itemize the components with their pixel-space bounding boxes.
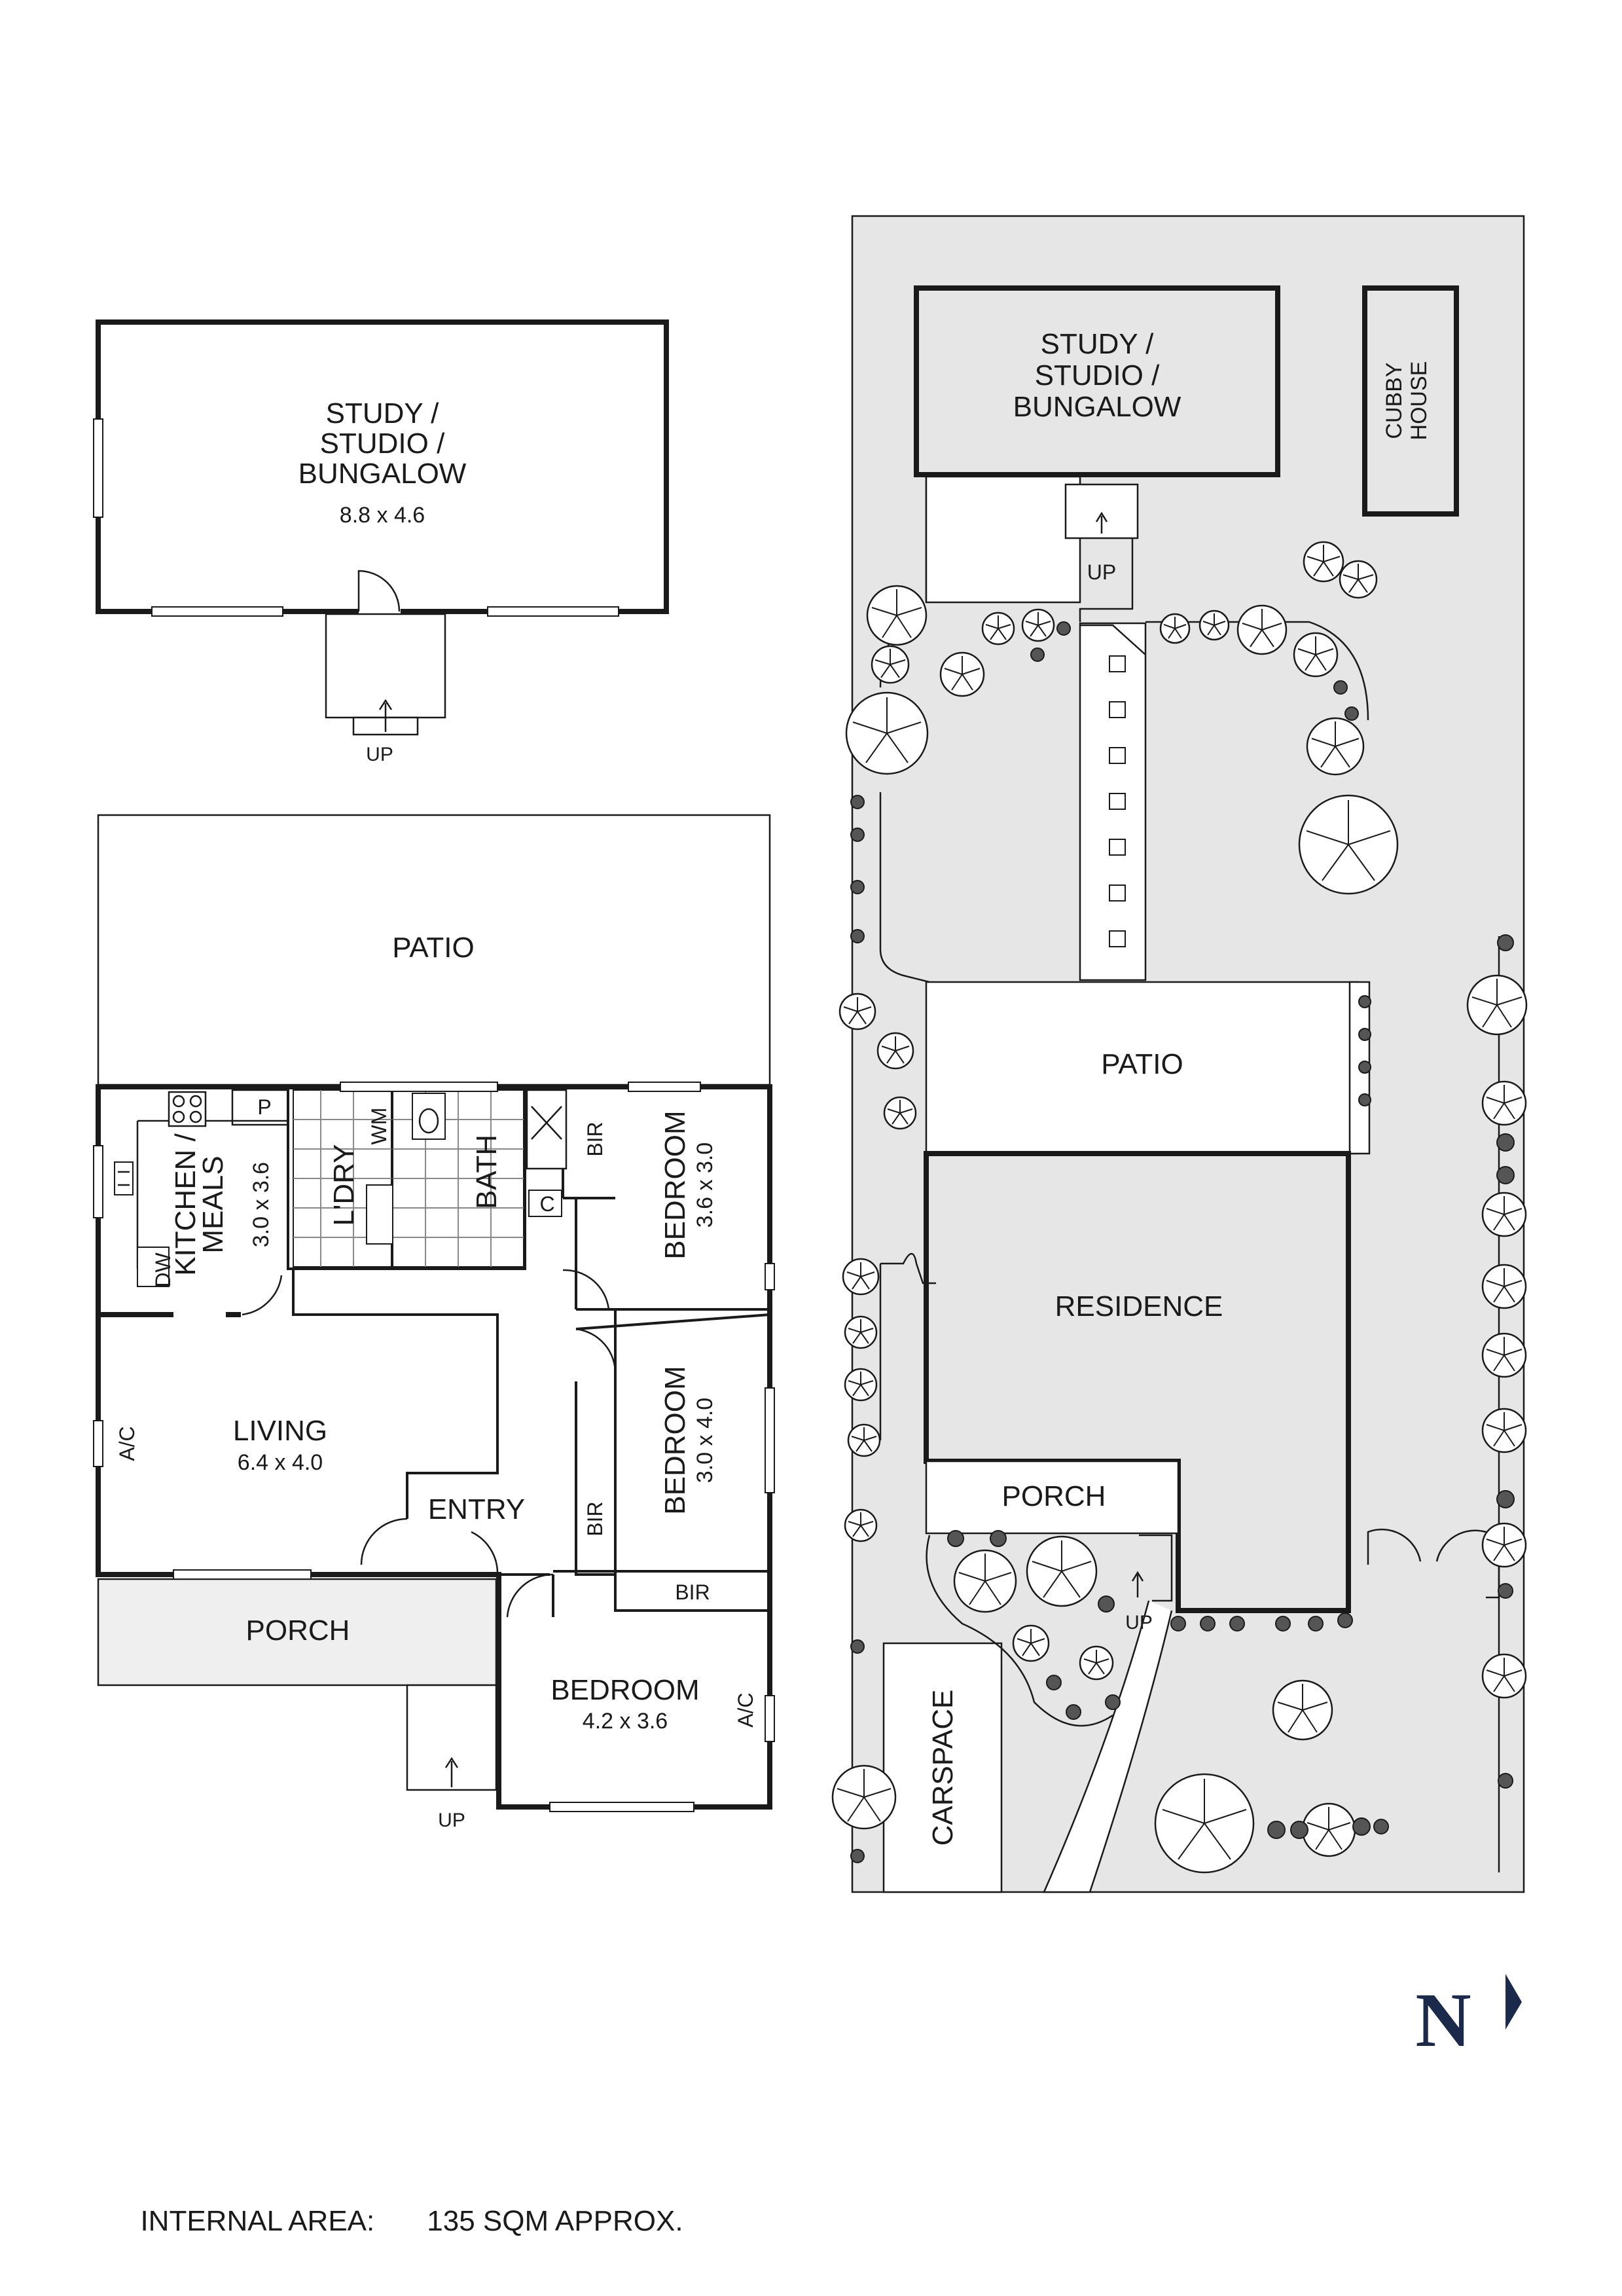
tree-icon: [1298, 794, 1399, 895]
site-bungalow-label: STUDY /STUDIO /BUNGALOW: [1013, 328, 1181, 423]
bath-label: BATH: [471, 1135, 503, 1209]
house-plan: [93, 814, 775, 1812]
site-bungalow-up-label: UP: [1087, 560, 1116, 584]
bungalow-up-label: UP: [366, 744, 393, 765]
tree-icon: [1301, 1802, 1356, 1857]
tree-icon: [1481, 1264, 1527, 1309]
tree-icon: [1012, 1624, 1050, 1662]
bedroom-3-label: BEDROOM: [550, 1674, 699, 1706]
site-porch-up-label: UP: [1125, 1612, 1153, 1633]
tree-icon: [1481, 1408, 1527, 1453]
tree-icon: [1293, 632, 1339, 678]
living-ac-label: A/C: [115, 1426, 139, 1461]
cubby-house-label: CUBBYHOUSE: [1382, 361, 1432, 441]
bungalow-label: STUDY /STUDIO /BUNGALOW: [298, 397, 467, 490]
tree-icon: [1198, 610, 1230, 641]
bedroom-3-bir-label: BIR: [675, 1580, 710, 1604]
north-letter: N: [1415, 1977, 1471, 2063]
bedroom-1-dims: 3.6 x 3.0: [693, 1142, 717, 1228]
dishwasher-label: DW: [151, 1252, 175, 1288]
bungalow-dims: 8.8 x 4.6: [340, 503, 425, 528]
kitchen-label: KITCHEN /MEALS: [170, 1133, 229, 1275]
tree-icon: [1303, 541, 1344, 583]
area-label: INTERNAL AREA:: [140, 2205, 375, 2237]
site-trees: [831, 541, 1528, 1874]
bedroom-2-dims: 3.0 x 4.0: [693, 1398, 717, 1483]
tree-icon: [953, 1549, 1017, 1613]
site-patio-label: PATIO: [1101, 1048, 1183, 1080]
bedroom-3-ac-label: A/C: [734, 1692, 757, 1727]
tree-icon: [1154, 1773, 1255, 1874]
tree-icon: [838, 993, 876, 1030]
tree-icon: [981, 611, 1015, 646]
tree-icon: [939, 651, 985, 697]
tree-icon: [845, 691, 929, 775]
living-dims: 6.4 x 4.0: [238, 1450, 323, 1475]
bedroom-2-bir-label: BIR: [583, 1501, 607, 1536]
entry-label: ENTRY: [428, 1493, 525, 1525]
tree-icon: [1272, 1679, 1333, 1741]
area-value: 135 SQM APPROX.: [427, 2205, 683, 2237]
bungalow-plan: [93, 319, 669, 736]
tree-icon: [1236, 604, 1288, 655]
north-arrow-icon: [1505, 1974, 1522, 2030]
tree-icon: [871, 645, 910, 684]
carspace-label: CARSPACE: [927, 1690, 959, 1846]
area-footer: INTERNAL AREA: 135 SQM APPROX.: [124, 2172, 683, 2238]
tree-icon: [876, 1032, 914, 1070]
tree-icon: [1306, 717, 1365, 776]
tree-icon: [1466, 974, 1528, 1036]
tree-icon: [1481, 1332, 1527, 1378]
tree-icon: [1339, 560, 1378, 599]
laundry-label: L'DRY: [328, 1144, 360, 1226]
tree-icon: [1026, 1535, 1098, 1607]
pantry-label: P: [257, 1095, 271, 1119]
site-plan: [851, 215, 1525, 1893]
tree-icon: [844, 1315, 878, 1349]
residence-label: RESIDENCE: [1055, 1290, 1223, 1322]
tree-icon: [844, 1508, 878, 1542]
tree-icon: [831, 1764, 897, 1830]
porch-label: PORCH: [246, 1614, 350, 1647]
bedroom-2-label: BEDROOM: [659, 1366, 691, 1514]
tree-icon: [1159, 613, 1191, 644]
site-shrubs: [850, 621, 1515, 1863]
tree-icon: [883, 1096, 917, 1130]
porch-up-label: UP: [438, 1810, 465, 1831]
tree-icon: [844, 1368, 878, 1402]
tree-icon: [866, 585, 928, 646]
tree-icon: [1021, 608, 1055, 642]
bedroom-1-label: BEDROOM: [659, 1110, 691, 1259]
bedroom-3-dims: 4.2 x 3.6: [583, 1709, 668, 1734]
tree-icon: [847, 1423, 881, 1457]
tree-icon: [842, 1258, 880, 1296]
living-label: LIVING: [233, 1415, 327, 1447]
kitchen-dims: 3.0 x 3.6: [249, 1162, 274, 1247]
north-arrow: N: [1415, 1974, 1522, 2063]
patio-label: PATIO: [392, 932, 475, 964]
washer-label: WM: [367, 1108, 391, 1145]
bedroom-1-bir-label: BIR: [583, 1121, 607, 1156]
closet-label: C: [539, 1192, 554, 1216]
tree-icon: [1481, 1080, 1527, 1126]
tree-icon: [1481, 1192, 1527, 1237]
tree-icon: [1079, 1645, 1114, 1681]
site-porch-label: PORCH: [1002, 1480, 1106, 1512]
tree-icon: [1481, 1653, 1527, 1699]
tree-icon: [1481, 1522, 1527, 1568]
